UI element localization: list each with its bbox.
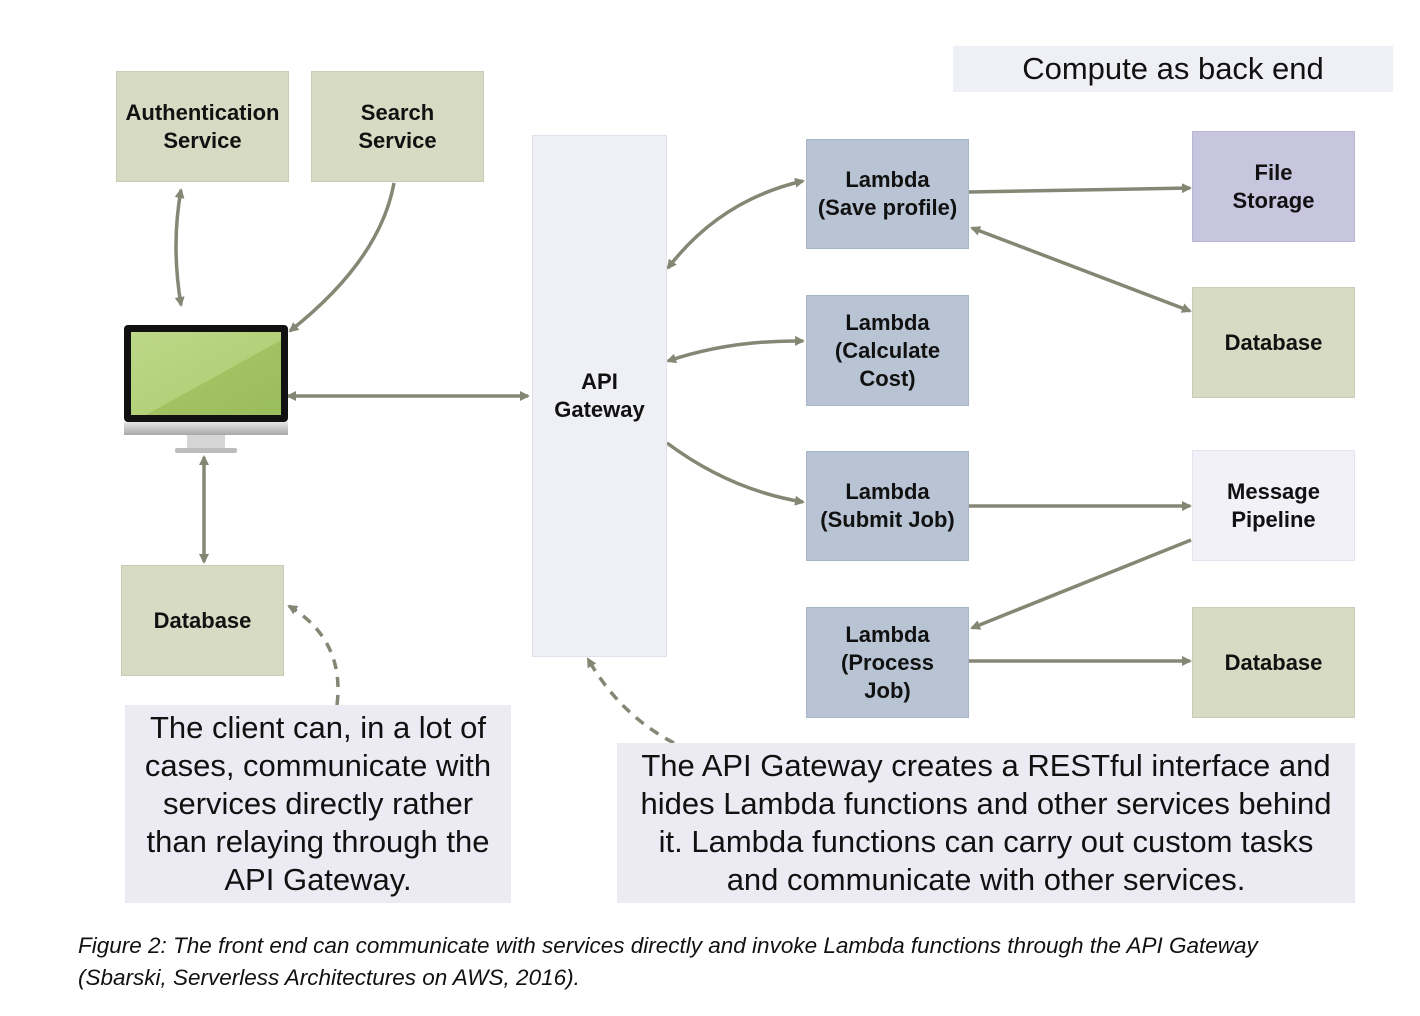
lambda-process-job-box: Lambda (Process Job) — [806, 607, 969, 718]
client-computer-icon — [120, 320, 292, 460]
backend-database-label: Database — [1224, 329, 1323, 355]
api-gateway-label: API Gateway — [554, 369, 645, 422]
gateway-note: The API Gateway creates a RESTful interf… — [617, 743, 1355, 903]
client-database-box: Database — [121, 565, 284, 676]
api-gateway-box: API Gateway — [532, 135, 667, 657]
arrow-note-gateway — [586, 657, 675, 745]
arrow-save-profile-file-storage — [968, 183, 1192, 194]
job-database-label: Database — [1224, 649, 1323, 675]
message-pipeline-box: Message Pipeline — [1192, 450, 1355, 561]
arrow-note-client-database — [287, 604, 340, 706]
arrow-pipeline-process-job — [970, 538, 1192, 630]
file-storage-box: File Storage — [1192, 131, 1355, 242]
arrow-auth-client — [174, 188, 185, 307]
client-database-label: Database — [153, 607, 252, 633]
figure-caption: Figure 2: The front end can communicate … — [78, 933, 1258, 990]
lambda-process-job-label: Lambda (Process Job) — [841, 621, 934, 703]
backend-database-box: Database — [1192, 287, 1355, 398]
lambda-save-profile-label: Lambda (Save profile) — [817, 167, 958, 220]
lambda-submit-job-label: Lambda (Submit Job) — [820, 479, 955, 532]
search-service-label: Search Service — [358, 99, 437, 153]
arrow-gateway-submit-job — [665, 441, 805, 506]
authentication-service-label: Authentication Service — [125, 99, 280, 153]
arrow-save-profile-database — [970, 226, 1192, 313]
lambda-calculate-cost-box: Lambda (Calculate Cost) — [806, 295, 969, 406]
lambda-submit-job-box: Lambda (Submit Job) — [806, 451, 969, 561]
arrow-search-client — [288, 182, 396, 333]
client-note: The client can, in a lot of cases, commu… — [125, 705, 511, 903]
diagram-heading: Compute as back end — [953, 46, 1393, 92]
authentication-service-box: Authentication Service — [116, 71, 289, 182]
file-storage-label: File Storage — [1232, 159, 1315, 213]
arrow-gateway-save-profile — [666, 177, 805, 270]
lambda-calculate-cost-label: Lambda (Calculate Cost) — [834, 309, 941, 391]
arrow-gateway-calculate-cost — [666, 335, 805, 364]
message-pipeline-label: Message Pipeline — [1227, 478, 1320, 532]
search-service-box: Search Service — [311, 71, 484, 182]
lambda-save-profile-box: Lambda (Save profile) — [806, 139, 969, 249]
job-database-box: Database — [1192, 607, 1355, 718]
